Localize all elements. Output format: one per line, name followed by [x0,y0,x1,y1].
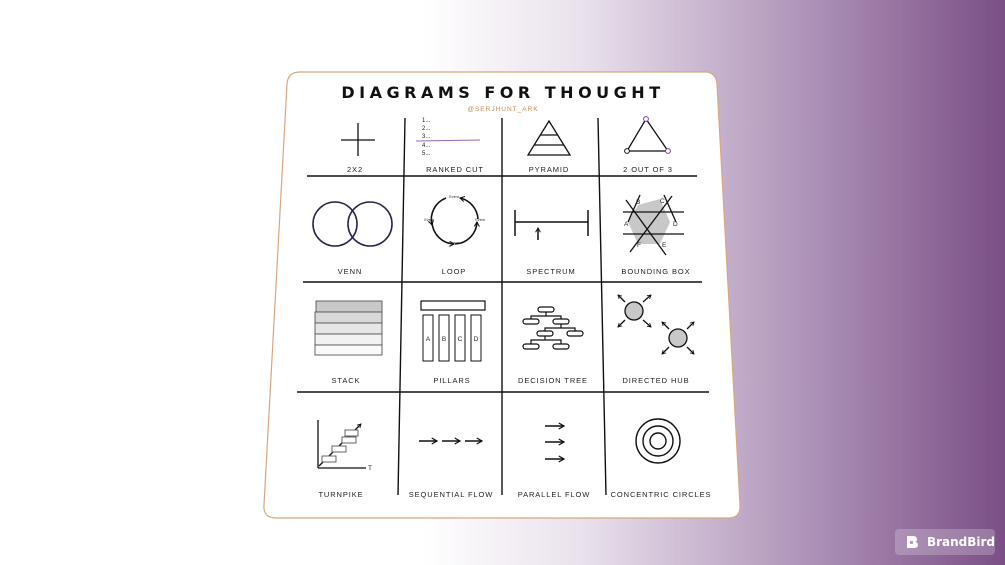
ranked-item: 3... [422,134,431,140]
grid-lines [297,117,709,496]
brandbird-logo-icon [906,536,918,548]
triangle-icon [624,116,671,154]
brandbird-watermark: BrandBird [895,529,995,555]
bbox-letter-c: C [660,198,665,205]
label-parallel-flow: PARALLEL FLOW [518,490,591,499]
directed-hub-icon [617,294,695,355]
label-sequential-flow: SEQUENTIAL FLOW [409,490,494,499]
label-ranked-cut: RANKED CUT [426,165,484,174]
pillar-letter-a: A [426,336,431,343]
pyramid-icon [526,119,572,156]
pillar-letter-b: B [442,336,446,343]
label-stack: STACK [332,376,361,385]
stack-icon [314,300,383,356]
loop-node-right: Event [475,218,484,222]
bbox-letter-e: E [662,242,667,249]
ranked-item: 2... [422,126,431,132]
label-2x2: 2X2 [347,165,363,174]
ranked-item: 4... [422,143,431,149]
cut-line [415,139,481,142]
label-pillars: PILLARS [433,376,470,385]
ranked-cut-icon: 1... 2... 3... 4... 5... [415,118,481,157]
venn-icon [312,201,393,247]
bounding-box-icon: A B C D E F [623,194,684,256]
label-venn: VENN [338,267,362,276]
bbox-letter-f: F [637,242,641,249]
loop-icon: Event Event Event Event [424,195,485,247]
cell-labels: 2X2 RANKED CUT PYRAMID 2 OUT OF 3 VENN L… [318,165,712,499]
label-turnpike: TURNPIKE [318,490,363,499]
turnpike-icon: T [317,420,372,472]
pillar-letter-c: C [458,336,463,343]
loop-node-left: Event [424,218,433,222]
spectrum-icon [514,210,589,240]
label-directed-hub: DIRECTED HUB [622,376,689,385]
page-title: DIAGRAMS FOR THOUGHT [341,83,664,102]
bbox-letter-d: D [673,221,678,228]
label-pyramid: PYRAMID [529,165,569,174]
label-bounding-box: BOUNDING BOX [621,267,690,276]
bbox-letter-a: A [624,221,629,228]
decision-tree-icon [522,306,584,350]
pillars-icon: A B C D [420,300,486,362]
ranked-item: 5... [422,151,431,157]
label-concentric-circles: CONCENTRIC CIRCLES [611,490,712,499]
2x2-cross-icon [341,123,375,156]
brand-name: BrandBird [926,535,995,549]
author-handle: @SERJHUNT_ARK [467,106,538,113]
loop-node-bottom: Event [449,241,458,245]
label-spectrum: SPECTRUM [526,267,575,276]
parallel-flow-icon [545,422,566,463]
label-decision-tree: DECISION TREE [518,376,588,385]
label-2-out-of-3: 2 OUT OF 3 [623,165,673,174]
concentric-circles-icon [635,418,681,464]
bbox-letter-b: B [636,199,640,206]
pillar-letter-d: D [474,336,479,343]
turnpike-axis-t: T [368,465,372,472]
loop-node-top: Event [449,195,458,199]
label-loop: LOOP [442,267,466,276]
ranked-item: 1... [422,118,431,124]
